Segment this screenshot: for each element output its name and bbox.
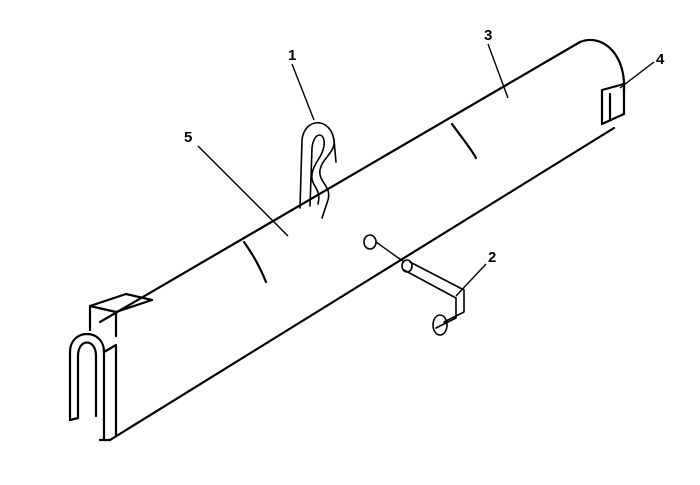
tube-body [98,39,626,442]
crank-handle [401,259,465,336]
callout-2: 2 [488,249,496,266]
callout-3: 3 [484,27,492,44]
retaining-clip [299,122,337,219]
far-end-tab [600,82,626,126]
callout-4: 4 [656,51,665,68]
end-channel [68,332,118,442]
leader-lines [197,43,655,297]
callout-1: 1 [288,47,296,64]
near-end-tab [88,292,154,338]
callout-5: 5 [184,129,192,146]
pin-hole [363,234,377,250]
label-band [242,122,478,284]
